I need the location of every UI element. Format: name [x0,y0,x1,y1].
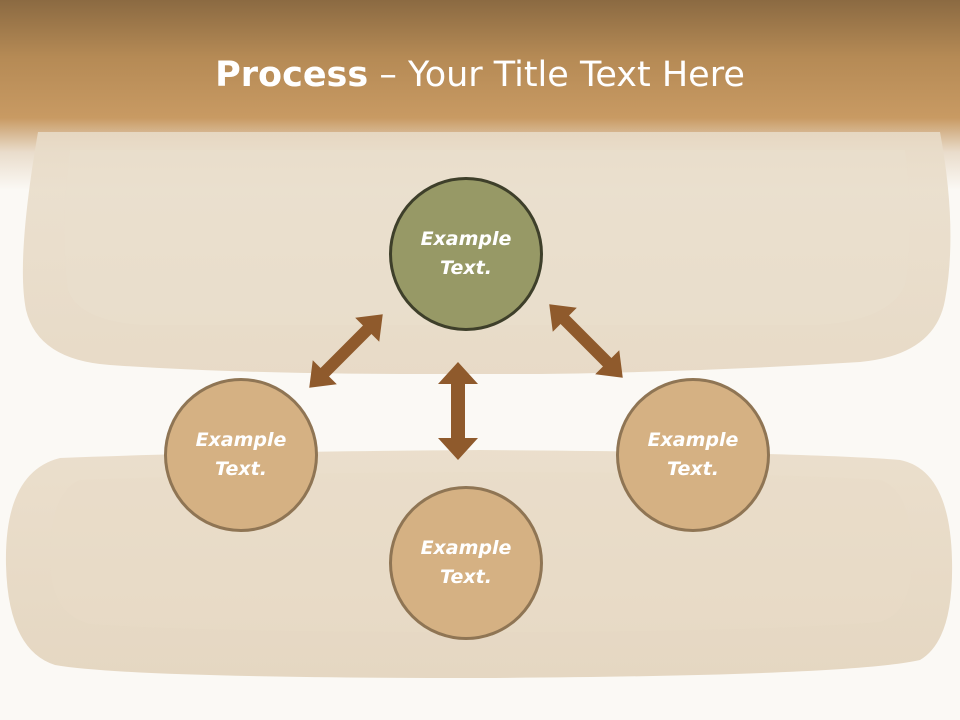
title-bold: Process [215,55,369,95]
arrow-top-right [549,304,623,378]
node-bottom-label: Example Text. [420,537,512,588]
arrow-top-left [309,314,383,388]
title-rest: – Your Title Text Here [368,55,745,95]
arrow-top-bottom [438,362,478,460]
node-right-circle: Example Text. [616,378,770,532]
node-left-circle: Example Text. [164,378,318,532]
node-top-circle: Example Text. [389,177,543,331]
node-bottom-circle: Example Text. [389,486,543,640]
node-top-label: Example Text. [420,228,512,279]
node-right-label: Example Text. [647,429,739,480]
node-left-label: Example Text. [195,429,287,480]
page-title: Process – Your Title Text Here [0,52,960,98]
